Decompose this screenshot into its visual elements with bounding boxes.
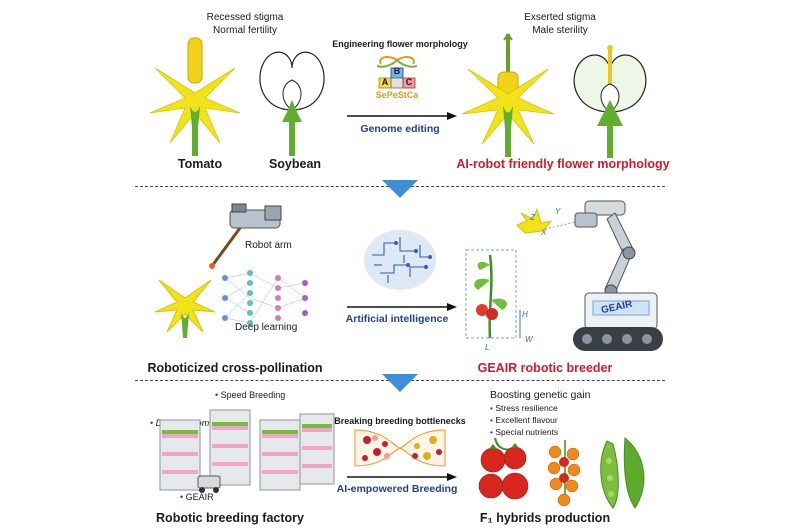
bottleneck-icon (354, 429, 446, 467)
down-arrow-1-icon (382, 180, 418, 198)
ai-robot-friendly-label: AI-robot friendly flower morphology (456, 157, 670, 171)
geair-label: GEAIR (180, 492, 214, 502)
recessed-stigma-caption: Recessed stigma (206, 12, 284, 23)
geair-robot-icon (516, 200, 663, 351)
axis-label-w: W (525, 335, 533, 344)
exserted-tomato-flower-icon (461, 33, 555, 157)
engineering-flower-morphology-title: Engineering flower morphology (332, 39, 468, 49)
bullet-special-nutrients: Special nutrients (490, 427, 558, 437)
soybean-label: Soybean (268, 157, 322, 171)
exserted-stigma-caption: Exserted stigma (524, 12, 596, 23)
ai-empowered-breeding-label: AI-empowered Breeding (336, 483, 458, 495)
geair-robotic-breeder-title: GEAIR robotic breeder (477, 361, 613, 375)
down-arrow-2-icon (382, 374, 418, 392)
soybean-pod-icon (600, 437, 645, 509)
pollination-flower-icon (154, 279, 216, 338)
exserted-soybean-flower-icon (573, 45, 647, 158)
genome-editing-arrow (347, 112, 457, 120)
f1-hybrids-production-title: F₁ hybrids production (479, 511, 611, 525)
male-sterility-caption: Male sterility (532, 25, 588, 36)
tomato-flower-icon (149, 37, 241, 156)
organ-letters: SePeStCa (375, 90, 419, 100)
de-novo-domestication-label: De novo domestication (150, 418, 248, 428)
robot-arm-label: Robot arm (245, 240, 292, 251)
abc-label-b: B (393, 66, 401, 76)
genome-editing-label: Genome editing (360, 123, 440, 135)
axis-label-x: X (541, 228, 547, 237)
bullet-excellent-flavour: Excellent flavour (490, 415, 557, 425)
speed-breeding-label: Speed Breeding (215, 390, 286, 400)
roboticized-cross-pollination-title: Roboticized cross-pollination (147, 361, 323, 375)
axis-label-z: Z (530, 213, 535, 222)
breeding-factory-icon (159, 409, 335, 493)
figure-panel: Recessed stigma Normal fertility Exserte… (135, 0, 670, 530)
axis-label-h: H (522, 310, 528, 319)
robot-arm-icon (209, 203, 282, 269)
tomato-label: Tomato (177, 157, 223, 171)
abc-model-icon (376, 56, 418, 89)
big-tomato-cluster-icon (478, 437, 529, 500)
boosting-genetic-gain-heading: Boosting genetic gain (490, 389, 591, 401)
cherry-tomato-cluster-icon (547, 440, 581, 507)
abc-label-c: C (405, 77, 413, 87)
deep-learning-network-icon (222, 270, 308, 326)
ai-brain-icon (364, 230, 436, 290)
tomato-plant-box-icon (465, 249, 521, 339)
abc-label-a: A (381, 77, 389, 87)
normal-fertility-caption: Normal fertility (213, 25, 277, 36)
bullet-stress-resilience: Stress resilience (490, 403, 557, 413)
breaking-bottlenecks-title: Breaking breeding bottlenecks (334, 416, 466, 426)
soybean-flower-icon (259, 51, 325, 156)
axis-label-y: Y (555, 207, 561, 216)
axis-label-l: L (485, 343, 490, 352)
robotic-breeding-factory-title: Robotic breeding factory (156, 511, 304, 525)
artificial-intelligence-label: Artificial intelligence (345, 313, 449, 325)
deep-learning-label: Deep learning (235, 322, 298, 333)
ai-breeding-arrow (347, 473, 457, 481)
ai-arrow (347, 303, 457, 311)
